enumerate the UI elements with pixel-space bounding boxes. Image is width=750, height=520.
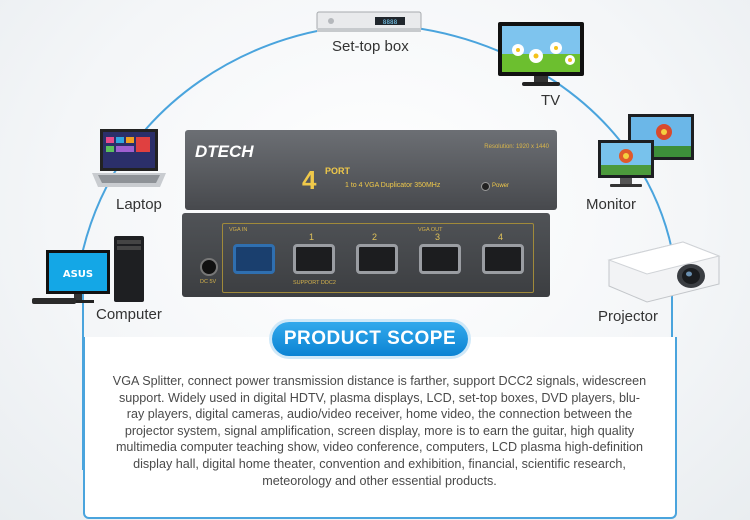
power-text: Power	[492, 183, 510, 189]
svg-text:8888: 8888	[383, 19, 398, 26]
tv-label: TV	[541, 92, 561, 109]
set-top-box-image: 8888	[316, 11, 422, 32]
vga-in-port	[233, 244, 275, 274]
port-panel: VGA IN VGA OUT 1 2 3 4 SUPPORT DDC2	[222, 223, 534, 293]
laptop-label: Laptop	[116, 196, 162, 213]
projector-image	[607, 241, 721, 303]
vga-out-text: VGA OUT	[418, 227, 443, 233]
vga-splitter-front: DTECH Resolution: 1920 x 1440 4 PORT 1 t…	[185, 130, 557, 210]
product-scope-text: VGA Splitter, connect power transmission…	[112, 374, 647, 488]
product-scope-title: PRODUCT SCOPE	[272, 322, 468, 356]
port-count: 4	[302, 165, 317, 195]
brand-logo: DTECH	[195, 142, 254, 161]
monitor-image	[598, 114, 694, 187]
port-word: PORT	[325, 166, 351, 176]
support-text: SUPPORT DDC2	[293, 280, 336, 286]
dc-jack-icon	[200, 258, 218, 276]
vga-out-port-3	[419, 244, 461, 274]
svg-text:ASUS: ASUS	[63, 269, 93, 280]
set-top-box-label: Set-top box	[332, 38, 409, 55]
vga-in-text: VGA IN	[229, 227, 248, 233]
duplicator-text: 1 to 4 VGA Duplicator 350MHz	[345, 182, 441, 189]
laptop-image	[92, 129, 166, 187]
vga-out-port-1	[293, 244, 335, 274]
vga-out-port-4	[482, 244, 524, 274]
resolution-text: Resolution: 1920 x 1440	[484, 144, 549, 150]
vga-splitter-back: DC 5V VGA IN VGA OUT 1 2 3 4 SUPPORT DDC…	[182, 213, 550, 297]
power-led-icon	[481, 182, 490, 191]
port-label-1: 1	[309, 232, 315, 242]
dc-text: DC 5V	[200, 279, 217, 285]
port-label-3: 3	[435, 232, 441, 242]
tv-image	[498, 22, 584, 86]
port-label-4: 4	[498, 232, 504, 242]
computer-image: ASUS	[32, 236, 144, 304]
monitor-label: Monitor	[586, 196, 637, 213]
computer-label: Computer	[96, 306, 162, 323]
port-label-2: 2	[372, 232, 378, 242]
product-scope-box	[83, 337, 677, 519]
projector-label: Projector	[598, 308, 659, 325]
vga-out-port-2	[356, 244, 398, 274]
